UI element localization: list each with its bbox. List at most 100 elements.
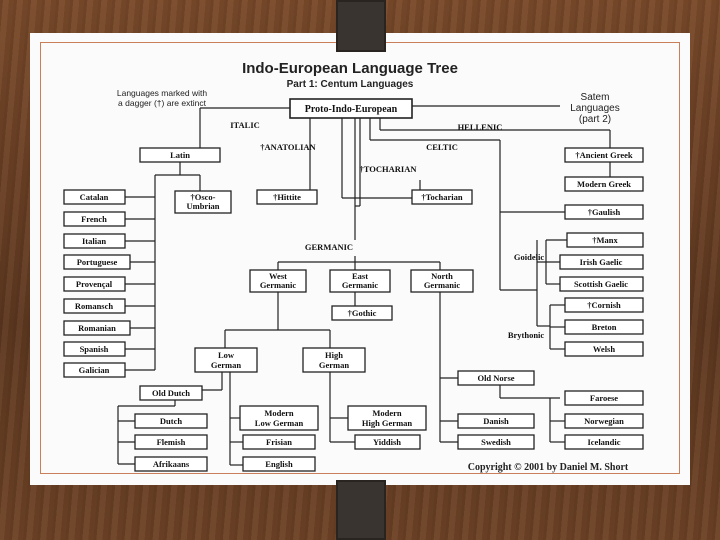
- node-label-line-1: †Osco-: [190, 192, 215, 202]
- node-english: English: [242, 456, 316, 472]
- node-label: Welsh: [593, 344, 615, 354]
- branch-label-celtic: CELTIC: [426, 142, 458, 152]
- connector-lines: [117, 105, 611, 466]
- node-label-line-2: German: [319, 360, 349, 370]
- node-romansch: Romansch: [63, 298, 126, 314]
- node-label: †Gothic: [348, 308, 377, 318]
- node-ancient-greek: †Ancient Greek: [564, 147, 644, 163]
- node-label: Provençal: [76, 279, 113, 289]
- node-label: Proto-Indo-European: [305, 104, 398, 115]
- node-gothic: †Gothic: [331, 305, 393, 321]
- node-label-line-2: German: [211, 360, 241, 370]
- node-irish-gaelic: Irish Gaelic: [559, 254, 644, 270]
- node-label: †Ancient Greek: [575, 150, 632, 160]
- node-label-line-1: East: [352, 271, 368, 281]
- node-label: Faroese: [590, 393, 618, 403]
- branch-label-tocharian: †TOCHARIAN: [360, 164, 418, 174]
- node-low-german: Low German: [194, 347, 258, 373]
- node-label: †Cornish: [587, 300, 621, 310]
- diagram-title: Indo-European Language Tree: [242, 60, 458, 77]
- copyright: Copyright © 2001 by Daniel M. Short: [468, 462, 629, 473]
- node-label-line-2: Low German: [255, 418, 304, 428]
- node-label: †Hittite: [273, 192, 301, 202]
- node-cornish: †Cornish: [564, 297, 644, 313]
- node-label: †Manx: [592, 235, 618, 245]
- node-scottish-gaelic: Scottish Gaelic: [559, 276, 644, 292]
- node-french: French: [63, 211, 126, 227]
- node-label: English: [265, 459, 293, 469]
- node-danish: Danish: [457, 413, 535, 429]
- node-label-line-1: Low: [218, 350, 235, 360]
- node-label: †Tocharian: [421, 192, 463, 202]
- node-label: Scottish Gaelic: [574, 279, 628, 289]
- node-label: Modern Greek: [577, 179, 631, 189]
- node-high-german: High German: [302, 347, 366, 373]
- node-old-norse: Old Norse: [457, 370, 535, 386]
- node-label: Romansch: [75, 301, 114, 311]
- node-label: Old Dutch: [152, 388, 190, 398]
- node-modern-greek: Modern Greek: [564, 176, 644, 192]
- binding-strap-bottom: [336, 480, 386, 540]
- node-catalan: Catalan: [63, 189, 126, 205]
- node-label: Icelandic: [587, 437, 620, 447]
- node-label: Irish Gaelic: [580, 257, 623, 267]
- node-label: Norwegian: [584, 416, 624, 426]
- node-proto-indo-european: Proto-Indo-European: [289, 98, 413, 119]
- node-north-germanic: North Germanic: [410, 269, 474, 293]
- node-galician: Galician: [63, 362, 126, 378]
- node-flemish: Flemish: [134, 434, 208, 450]
- node-spanish: Spanish: [63, 341, 126, 357]
- node-afrikaans: Afrikaans: [134, 456, 208, 472]
- node-romanian: Romanian: [63, 320, 131, 336]
- node-label: Flemish: [157, 437, 186, 447]
- dagger-note-line-2: a dagger (†) are extinct: [118, 98, 207, 108]
- branch-label-italic: ITALIC: [230, 120, 260, 130]
- branch-label-goidelic: Goidelic: [514, 252, 544, 262]
- node-label-line-1: Modern: [264, 408, 294, 418]
- node-modern-low-german: Modern Low German: [239, 405, 319, 431]
- node-label-line-2: Umbrian: [186, 201, 219, 211]
- node-hittite: †Hittite: [256, 189, 318, 205]
- binding-strap-top: [336, 0, 386, 52]
- node-label-line-2: Germanic: [342, 280, 379, 290]
- node-latin: Latin: [139, 147, 221, 163]
- dagger-note-line-1: Languages marked with: [117, 88, 208, 98]
- node-gaulish: †Gaulish: [564, 204, 644, 220]
- node-label: †Gaulish: [588, 207, 621, 217]
- branch-label-anatolian: †ANATOLIAN: [260, 142, 316, 152]
- node-manx: †Manx: [566, 232, 644, 248]
- node-label-line-2: Germanic: [260, 280, 297, 290]
- node-yiddish: Yiddish: [354, 434, 421, 450]
- node-portuguese: Portuguese: [63, 254, 131, 270]
- node-dutch: Dutch: [134, 413, 208, 429]
- node-label-line-1: North: [431, 271, 453, 281]
- diagram-subtitle: Part 1: Centum Languages: [287, 79, 414, 90]
- node-label: Afrikaans: [153, 459, 190, 469]
- node-label: Catalan: [80, 192, 109, 202]
- node-modern-high-german: Modern High German: [347, 405, 427, 431]
- node-west-germanic: West Germanic: [249, 269, 307, 293]
- node-label-line-1: High: [325, 350, 343, 360]
- satem-label-line-2: Languages: [570, 103, 620, 114]
- node-label: Galician: [79, 365, 110, 375]
- node-label-line-1: West: [269, 271, 287, 281]
- node-label: Portuguese: [77, 257, 118, 267]
- node-breton: Breton: [564, 319, 644, 335]
- node-label-line-2: High German: [362, 418, 413, 428]
- satem-label-line-1: Satem: [581, 92, 610, 103]
- node-label-line-2: Germanic: [424, 280, 461, 290]
- node-old-dutch: Old Dutch: [139, 385, 203, 401]
- node-provencal: Provençal: [63, 276, 126, 292]
- node-label: Yiddish: [373, 437, 401, 447]
- node-welsh: Welsh: [564, 341, 644, 357]
- node-norwegian: Norwegian: [564, 413, 644, 429]
- node-east-germanic: East Germanic: [329, 269, 391, 293]
- node-label: Dutch: [160, 416, 182, 426]
- node-osco-umbrian: †Osco- Umbrian: [174, 190, 232, 214]
- node-tocharian: †Tocharian: [411, 189, 473, 205]
- node-label: Breton: [592, 322, 617, 332]
- node-label: French: [81, 214, 107, 224]
- satem-label-line-3: (part 2): [579, 114, 611, 125]
- node-label: Danish: [483, 416, 509, 426]
